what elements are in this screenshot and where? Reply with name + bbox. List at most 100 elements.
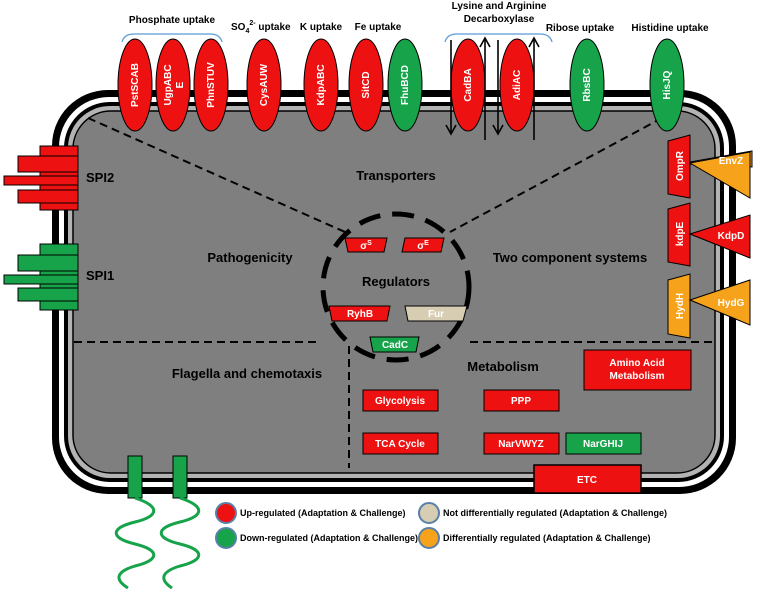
transporter-rbsbc-label: RbsBC: [582, 68, 593, 101]
tca-box: [362, 432, 439, 455]
metabolism-group: Amino Acid Metabolism Glycolysis PPP TCA…: [362, 349, 692, 494]
sigma-e-shape: [401, 237, 445, 253]
tca-label: TCA Cycle: [375, 439, 425, 450]
header-ribose: Ribose uptake: [546, 23, 615, 34]
transporter-pstscab-label: PstSCAB: [130, 63, 141, 107]
bracket-phosphate: [121, 33, 223, 43]
envz-label: EnvZ: [719, 156, 743, 167]
transporter-adiac-label: AdiAC: [512, 70, 523, 101]
spi2-needle-upper: [17, 155, 79, 173]
arrow-adiac-down-head: [492, 124, 504, 136]
header-lysine-line2: Decarboxylase: [464, 14, 535, 25]
etc-label: ETC: [577, 475, 597, 486]
spi2-needle: [3, 175, 79, 186]
ompr-shape: [667, 134, 691, 199]
header-lysine-line1: Lysine and Arginine: [452, 1, 547, 12]
legend-label-not-diff: Not differentially regulated (Adaptation…: [443, 508, 667, 518]
transporter-ugpabc-label-2: E: [175, 81, 186, 88]
ryhb-shape: [328, 305, 391, 322]
header-fe: Fe uptake: [355, 22, 402, 33]
kdpd-triangle: [688, 214, 751, 259]
spi1-needle-lower: [17, 287, 79, 302]
fur-shape: [404, 305, 468, 322]
arrow-cadba-up-head: [479, 36, 491, 48]
spi1-secretion-system: SPI1: [3, 243, 114, 311]
section-pathogenicity: Pathogenicity: [207, 250, 293, 265]
transporter-kdpabc-label: KdpABC: [316, 64, 327, 105]
narvwyz-label: NarVWYZ: [498, 439, 544, 450]
sigma-e-label: σE: [417, 240, 429, 252]
spi2-needle-lower: [17, 189, 79, 204]
cell-envelope: [52, 90, 736, 494]
kdpe-label: kdpE: [675, 221, 686, 246]
ppp-label: PPP: [511, 396, 531, 407]
sigma-s-shape: [344, 237, 388, 253]
two-component-group: OmpR EnvZ kdpE KdpD HydH HydG: [667, 134, 753, 339]
fur-label: Fur: [428, 309, 444, 320]
amino-acid-line1: Amino Acid: [609, 358, 664, 369]
legend-item-down: Down-regulated (Adaptation & Challenge): [215, 527, 418, 549]
ppp-box: [483, 389, 560, 412]
transporter-rbsbc-ellipse: [569, 38, 605, 132]
kdpe-shape: [667, 202, 691, 267]
ompr-label: OmpR: [675, 150, 686, 181]
section-transporters: Transporters: [356, 168, 435, 183]
divider-left-diag: [87, 117, 346, 233]
spi2-secretion-system: SPI2: [3, 145, 114, 211]
glycolysis-label: Glycolysis: [375, 396, 425, 407]
decarboxylase-arrows: [445, 36, 540, 140]
ryhb-label: RyhB: [347, 309, 373, 320]
regulators-group: σS σE RyhB Fur CadC: [328, 237, 468, 353]
section-flagella: Flagella and chemotaxis: [172, 366, 322, 381]
narghij-box: [565, 432, 642, 455]
envz-triangle: [688, 151, 751, 199]
hydh-label: HydH: [675, 293, 686, 319]
legend-label-down: Down-regulated (Adaptation & Challenge): [240, 533, 418, 543]
transporter-fhubcd-ellipse: [387, 38, 423, 132]
transporter-fhubcd-label: FhuBCD: [400, 65, 411, 105]
legend-label-diff: Differentially regulated (Adaptation & C…: [443, 533, 651, 543]
header-phosphate: Phosphate uptake: [129, 15, 216, 26]
header-k: K uptake: [300, 22, 343, 33]
divider-right-diag: [449, 117, 663, 233]
transporter-sitcd-ellipse: [348, 38, 384, 132]
partition-lines: [74, 117, 712, 468]
transporter-phnstuv-ellipse: [193, 38, 229, 132]
transporter-pstscab-ellipse: [117, 38, 153, 132]
spi2-label: SPI2: [86, 170, 114, 185]
transporter-headers: Phosphate uptake SO42- uptake K uptake F…: [121, 1, 709, 43]
cytoplasm: [72, 110, 716, 474]
cadc-shape: [369, 336, 420, 353]
transporter-ugpabc-ellipse: [155, 38, 191, 132]
spi1-needle-upper: [17, 254, 79, 272]
narvwyz-box: [483, 432, 560, 455]
hydg-triangle: [688, 279, 751, 326]
hydh-shape: [667, 273, 691, 339]
narghij-label: NarGHIJ: [583, 439, 623, 450]
transporter-cysauw-ellipse: [246, 38, 282, 132]
header-sulfate: SO42- uptake: [231, 20, 291, 35]
cadc-label: CadC: [382, 340, 408, 351]
spi1-label: SPI1: [86, 268, 114, 283]
section-metabolism: Metabolism: [467, 359, 539, 374]
legend-item-not-diff: Not differentially regulated (Adaptation…: [418, 502, 667, 524]
header-histidine: Histidine uptake: [631, 23, 709, 34]
glycolysis-box: [362, 389, 439, 412]
regulators-circle: [320, 211, 472, 363]
transporter-ugpabc-label: UgpABC: [163, 64, 174, 105]
arrow-adiac-up-head: [528, 36, 540, 48]
section-regulators: Regulators: [362, 274, 430, 289]
legend: Up-regulated (Adaptation & Challenge) Do…: [215, 502, 667, 549]
legend-label-up: Up-regulated (Adaptation & Challenge): [240, 508, 406, 518]
flagellum-filament-2: [159, 496, 201, 590]
legend-item-up: Up-regulated (Adaptation & Challenge): [215, 502, 406, 524]
legend-swatch-down: [215, 527, 237, 549]
legend-item-diff: Differentially regulated (Adaptation & C…: [418, 527, 651, 549]
flagella-group: [114, 455, 201, 590]
bracket-lysine: [444, 33, 553, 43]
transporter-hisjq-ellipse: [649, 38, 685, 132]
amino-acid-line2: Metabolism: [609, 371, 664, 382]
spi1-needle: [3, 274, 79, 285]
legend-swatch-not-diff: [418, 502, 440, 524]
